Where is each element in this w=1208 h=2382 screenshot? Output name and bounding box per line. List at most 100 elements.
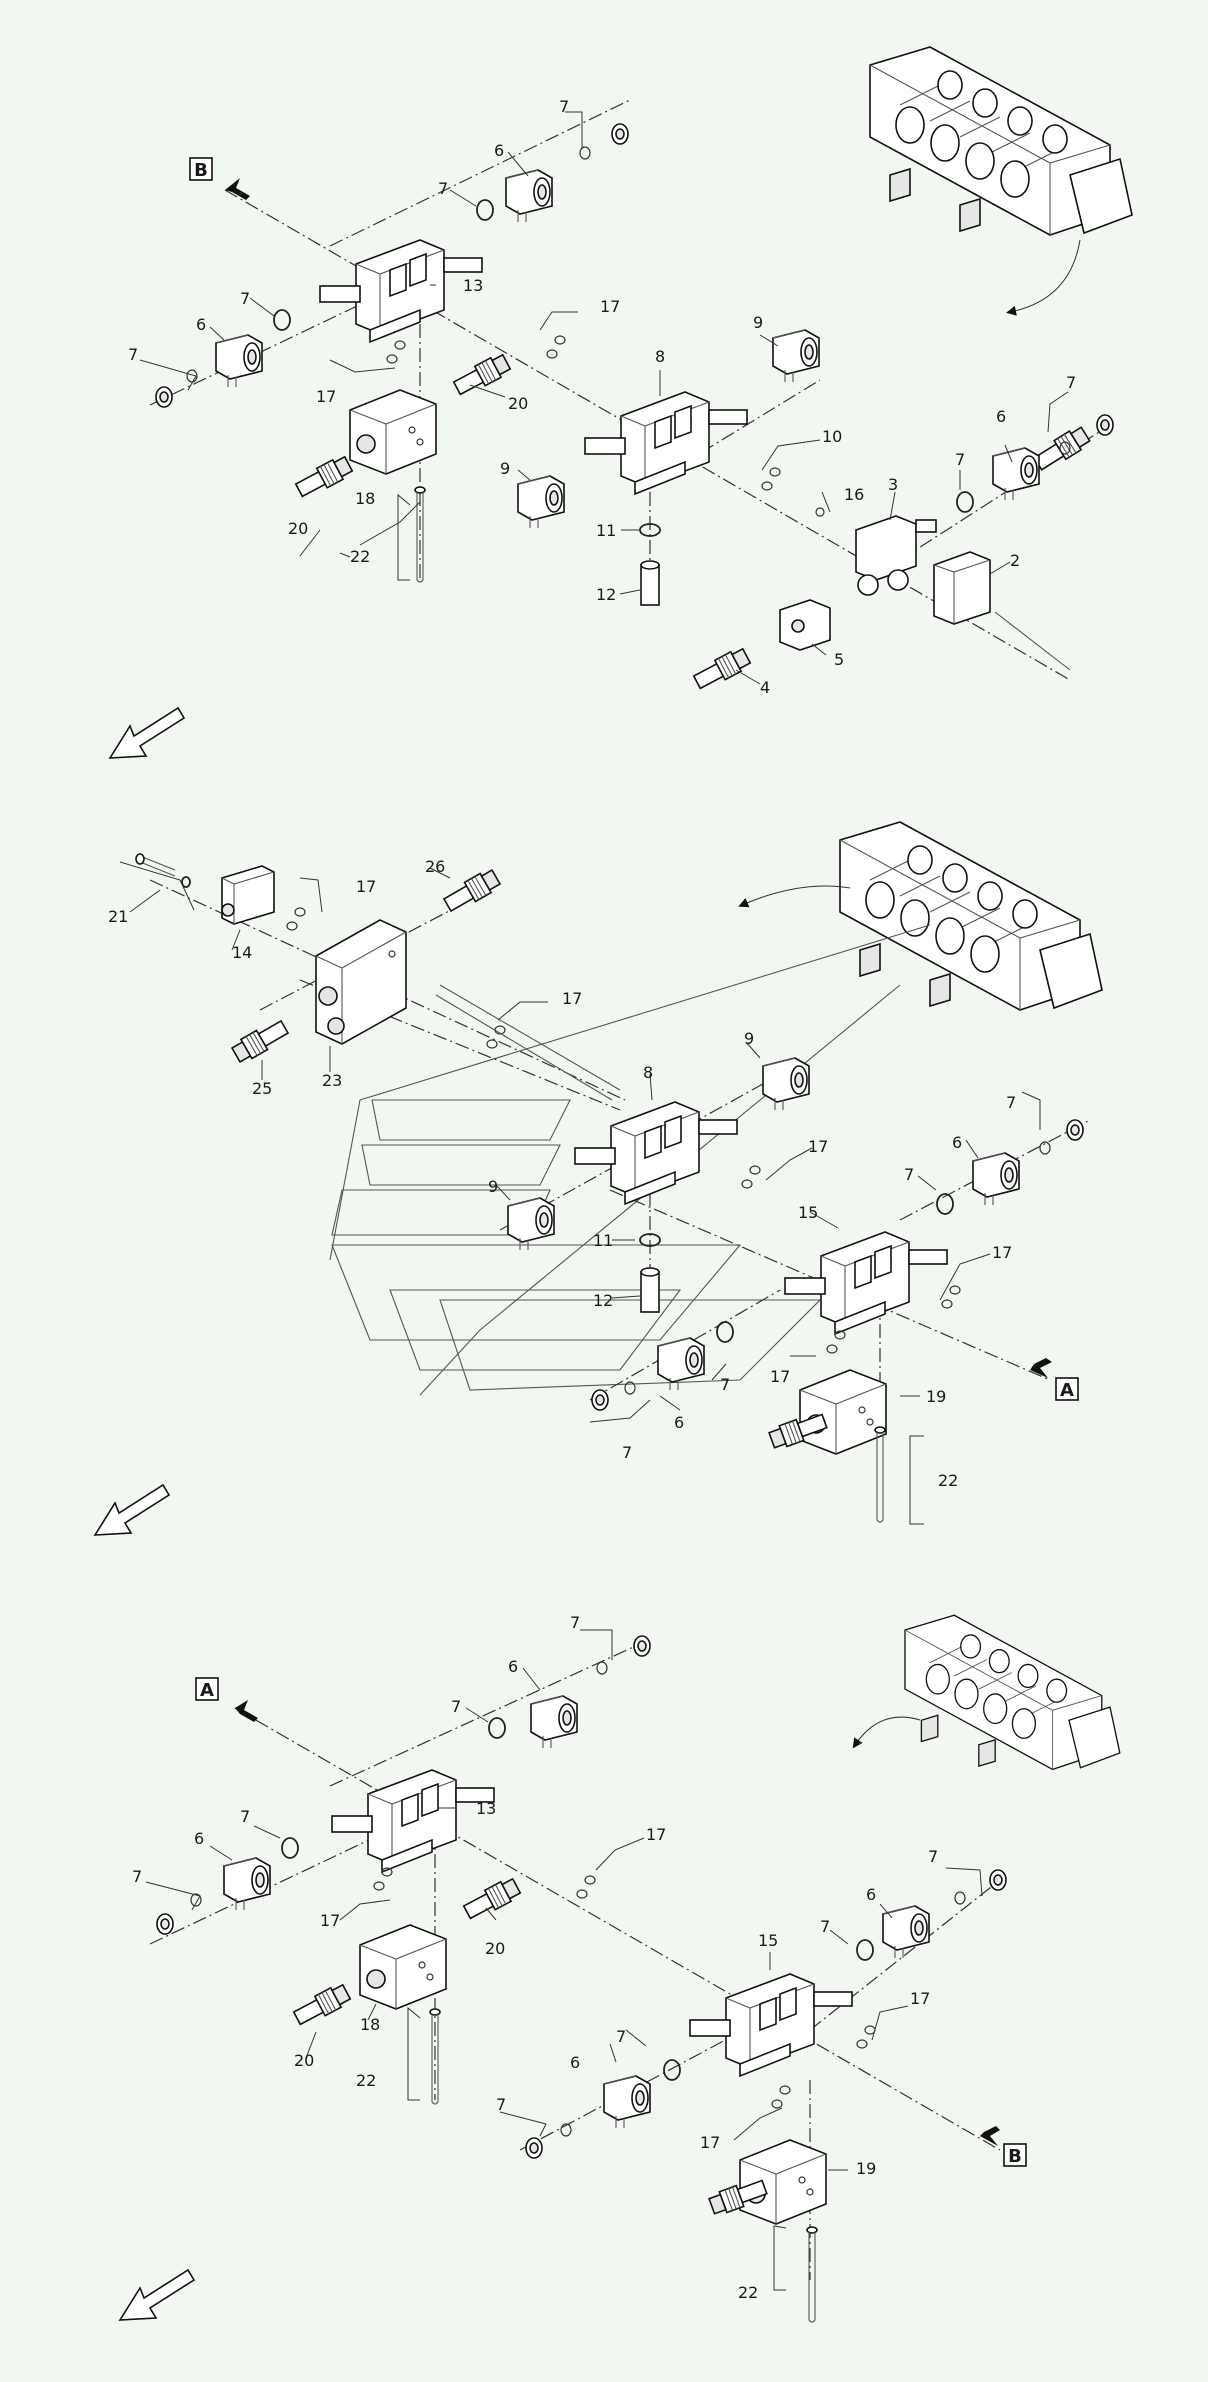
callout-label: 6 — [674, 1413, 684, 1432]
nut-7-right-c — [989, 1869, 1007, 1891]
flow-arrow-b-3 — [980, 2126, 1000, 2146]
coil-6-left — [215, 334, 263, 388]
cartridge-6-right — [1031, 423, 1093, 474]
callout-label: 18 — [355, 489, 375, 508]
coil-6-top — [505, 169, 553, 223]
callout-label: 7 — [928, 1847, 938, 1866]
cartridge-4 — [691, 645, 753, 693]
svg-text:A: A — [200, 1680, 214, 1701]
curved-arrow-2 — [738, 885, 851, 908]
direction-arrow-3 — [119, 2269, 195, 2321]
direction-arrow-1 — [109, 707, 185, 759]
cartridge-25 — [229, 1016, 291, 1066]
zoom-outline — [329, 924, 931, 1396]
nut-7-top-c — [633, 1635, 651, 1657]
callout-label: 16 — [844, 485, 864, 504]
block-18 — [349, 389, 437, 475]
callout-label: 22 — [938, 1471, 958, 1490]
coil-9-top-b — [762, 1057, 810, 1111]
callout-label: 18 — [360, 2015, 380, 2034]
callouts-section-1: 7 6 7 13 7 6 7 17 17 20 18 20 22 8 9 9 1… — [128, 97, 1076, 697]
plug-12-b — [640, 1267, 660, 1313]
callout-label: 22 — [356, 2071, 376, 2090]
callout-label: 6 — [494, 141, 504, 160]
cartridge-20-left — [293, 453, 355, 501]
callout-label: 19 — [926, 1387, 946, 1406]
callout-label: 20 — [288, 519, 308, 538]
coil-6-left-d — [603, 2075, 651, 2129]
nut-7-right-b — [1066, 1119, 1084, 1141]
callout-label: 15 — [798, 1203, 818, 1222]
callout-label: 7 — [240, 1807, 250, 1826]
callout-label: 6 — [996, 407, 1006, 426]
valve-section-15 — [784, 1231, 948, 1335]
callout-label: 25 — [252, 1079, 272, 1098]
callout-label: 22 — [738, 2283, 758, 2302]
callout-label: 9 — [488, 1177, 498, 1196]
nut-7-left-d — [525, 2137, 543, 2159]
nut-7-top — [611, 123, 629, 145]
coil-6-top-c — [530, 1695, 578, 1749]
valve-bank-thumbnail-3 — [904, 1614, 1121, 1771]
section-2-exploded-view: A 21 17 14 26 17 — [94, 821, 1103, 1536]
flow-arrow-a — [1030, 1358, 1052, 1378]
callout-label: 8 — [655, 347, 665, 366]
cartridge-26 — [441, 866, 503, 916]
block-19 — [799, 1369, 887, 1455]
callout-label: 17 — [316, 387, 336, 406]
bolt-22-c2 — [806, 2226, 818, 2323]
callout-label: 17 — [356, 877, 376, 896]
block-23 — [315, 919, 407, 1045]
callout-label: 7 — [132, 1867, 142, 1886]
callout-label: 7 — [622, 1443, 632, 1462]
bolt-22-mid — [874, 1426, 886, 1523]
callout-label: 7 — [240, 289, 250, 308]
callout-label: 17 — [770, 1367, 790, 1386]
callout-label: 7 — [955, 450, 965, 469]
callout-label: 3 — [888, 475, 898, 494]
callout-label: 21 — [108, 907, 128, 926]
callout-label: 11 — [593, 1231, 613, 1250]
callout-label: 15 — [758, 1931, 778, 1950]
cartridge-20-left-c — [291, 1981, 353, 2029]
coil-9-left-b — [507, 1197, 555, 1251]
callout-label: 8 — [643, 1063, 653, 1082]
block-19-c — [739, 2139, 827, 2225]
direction-arrow-2 — [94, 1484, 170, 1536]
callout-label: 10 — [822, 427, 842, 446]
callout-label: 17 — [992, 1243, 1012, 1262]
callout-label: 20 — [485, 1939, 505, 1958]
coil-6-right-b — [972, 1152, 1020, 1206]
screw-21 — [135, 853, 191, 888]
svg-text:B: B — [194, 160, 208, 181]
callout-label: 7 — [438, 179, 448, 198]
valve-section-15-c — [689, 1973, 853, 2077]
callout-label: 17 — [600, 297, 620, 316]
nut-7-right — [1096, 414, 1114, 436]
callout-label: 26 — [425, 857, 445, 876]
nut-7-left — [155, 386, 173, 408]
nut-7-left-b — [591, 1389, 609, 1411]
valve-section-13-b — [331, 1769, 495, 1873]
callout-label: 9 — [744, 1029, 754, 1048]
callout-label: 9 — [500, 459, 510, 478]
callout-label: 7 — [616, 2027, 626, 2046]
callout-label: 14 — [232, 943, 252, 962]
callout-label: 12 — [596, 585, 616, 604]
callout-label: 7 — [1066, 373, 1076, 392]
valve-3 — [855, 515, 937, 596]
valve-section-13 — [319, 239, 483, 343]
block-5 — [779, 599, 831, 651]
callout-label: 20 — [294, 2051, 314, 2070]
callout-label: 6 — [196, 315, 206, 334]
coil-6-right-c — [882, 1905, 930, 1959]
block-14 — [221, 865, 275, 925]
callout-label: 20 — [508, 394, 528, 413]
callout-label: 6 — [570, 2053, 580, 2072]
ref-box-b-1: B — [189, 157, 213, 181]
callout-label: 12 — [593, 1291, 613, 1310]
callout-label: 17 — [808, 1137, 828, 1156]
callout-label: 7 — [451, 1697, 461, 1716]
callout-label: 2 — [1010, 551, 1020, 570]
callout-label: 6 — [866, 1885, 876, 1904]
